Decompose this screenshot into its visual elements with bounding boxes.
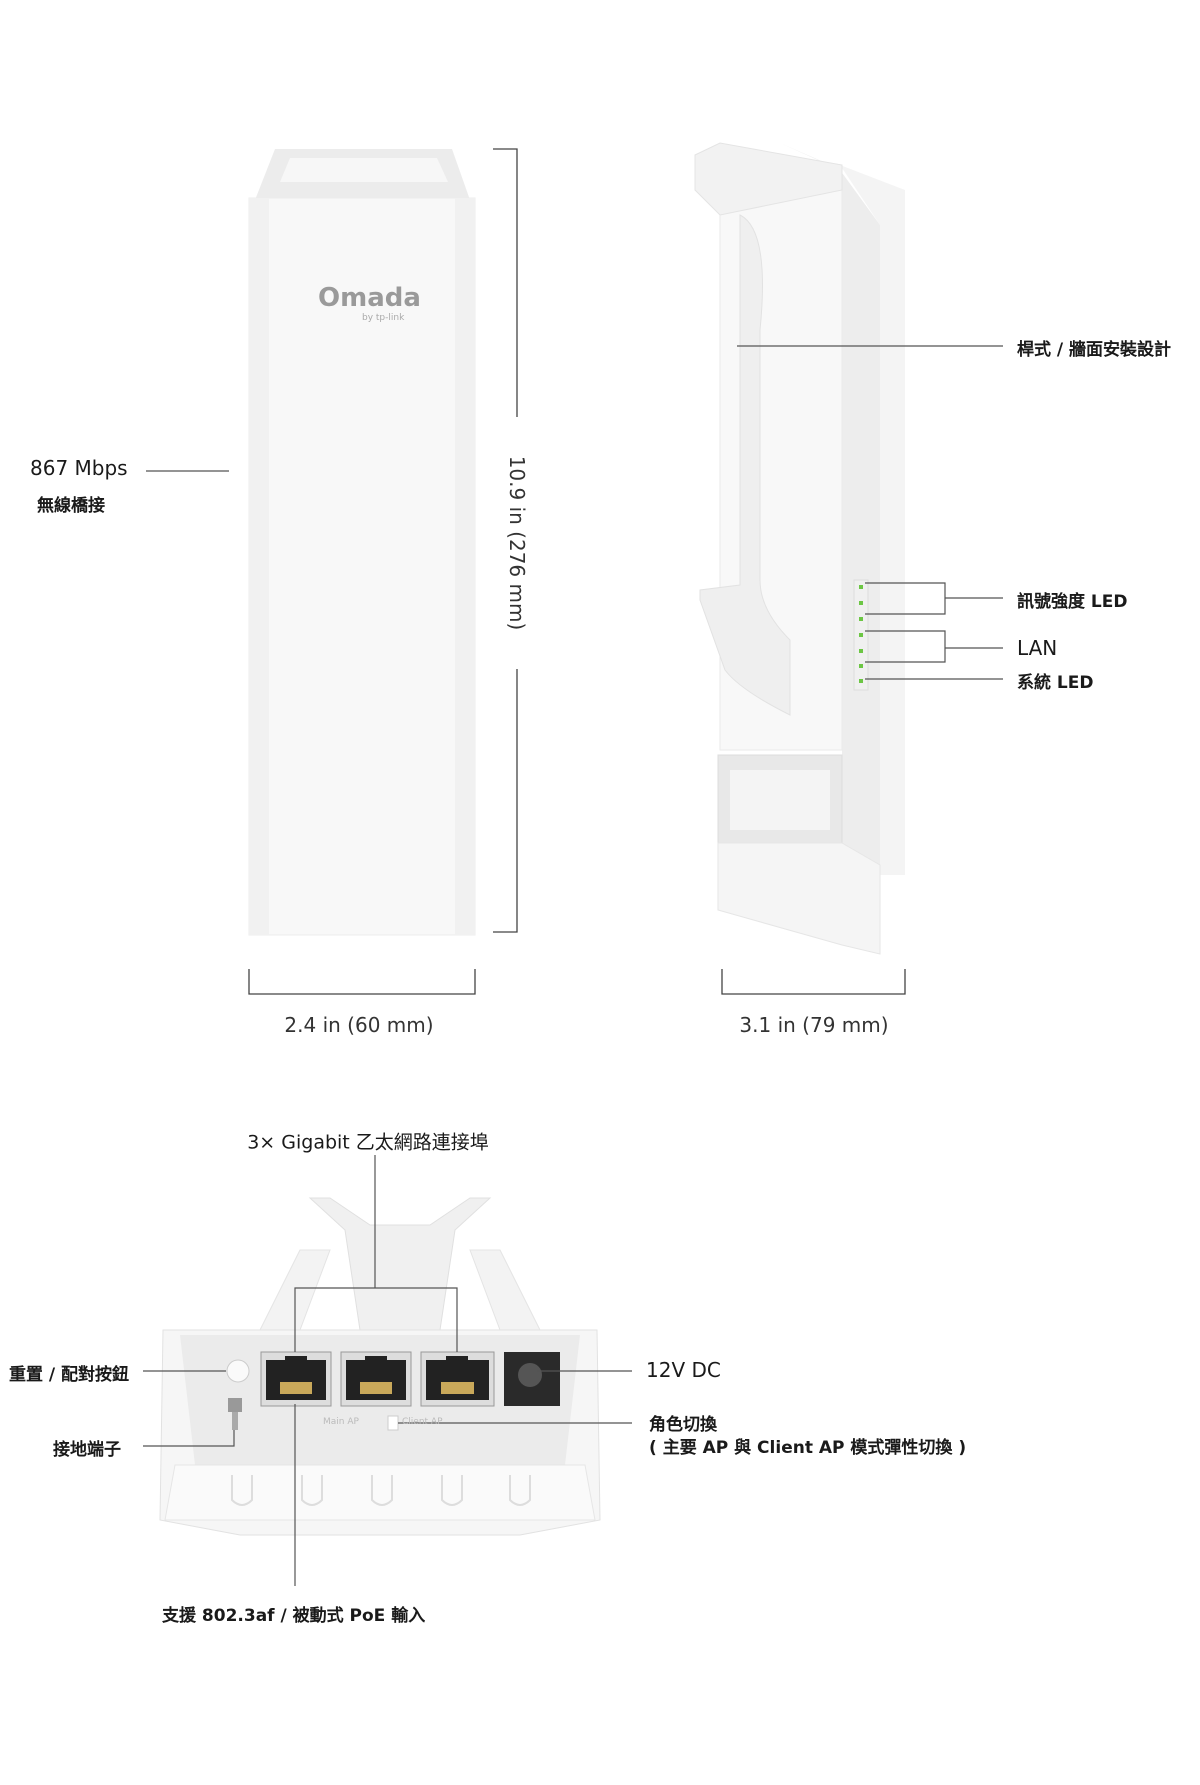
switch-main-ap: Main AP [323, 1417, 359, 1427]
mount-label: 桿式 / 牆面安裝設計 [1017, 340, 1172, 360]
role-label: 角色切換 [649, 1415, 717, 1435]
led-indicators [859, 585, 863, 683]
lan-label: LAN [1017, 636, 1058, 660]
speed-label: 867 Mbps [30, 456, 128, 480]
reset-label: 重置 / 配對按鈕 [9, 1365, 130, 1385]
system-led-label: 系統 LED [1017, 673, 1094, 693]
role-desc: ( 主要 AP 與 Client AP 模式彈性切換 ) [649, 1438, 967, 1458]
role-switch [387, 1415, 399, 1431]
width-dimension [248, 969, 476, 995]
bottom-device [159, 1197, 601, 1536]
ethernet-port [340, 1351, 412, 1407]
side-device [694, 142, 905, 955]
bottom-callout-lines [143, 1155, 632, 1586]
height-dimension-label: 10.9 in (276 mm) [505, 455, 529, 631]
dc-label: 12V DC [646, 1358, 721, 1382]
ethernet-port [260, 1351, 332, 1407]
ground-label: 接地端子 [53, 1440, 121, 1460]
poe-label: 支援 802.3af / 被動式 PoE 輸入 [162, 1606, 426, 1626]
depth-dimension-label: 3.1 in (79 mm) [739, 1013, 889, 1037]
ethernet-port [420, 1351, 495, 1407]
reset-button [226, 1359, 250, 1383]
depth-dimension [721, 969, 906, 995]
side-callout-lines [737, 345, 1003, 680]
ground-screw-icon [228, 1398, 242, 1412]
speed-desc: 無線橋接 [37, 496, 105, 516]
ports-label: 3× Gigabit 乙太網路連接埠 [247, 1131, 489, 1154]
tp-link-sublogo: by tp-link [362, 313, 405, 323]
front-device [248, 149, 476, 936]
width-dimension-label: 2.4 in (60 mm) [284, 1013, 434, 1037]
height-dimension [493, 148, 518, 933]
omada-logo: Omada [318, 283, 421, 313]
signal-led-label: 訊號強度 LED [1017, 592, 1128, 612]
switch-client-ap: Client AP [402, 1417, 443, 1427]
